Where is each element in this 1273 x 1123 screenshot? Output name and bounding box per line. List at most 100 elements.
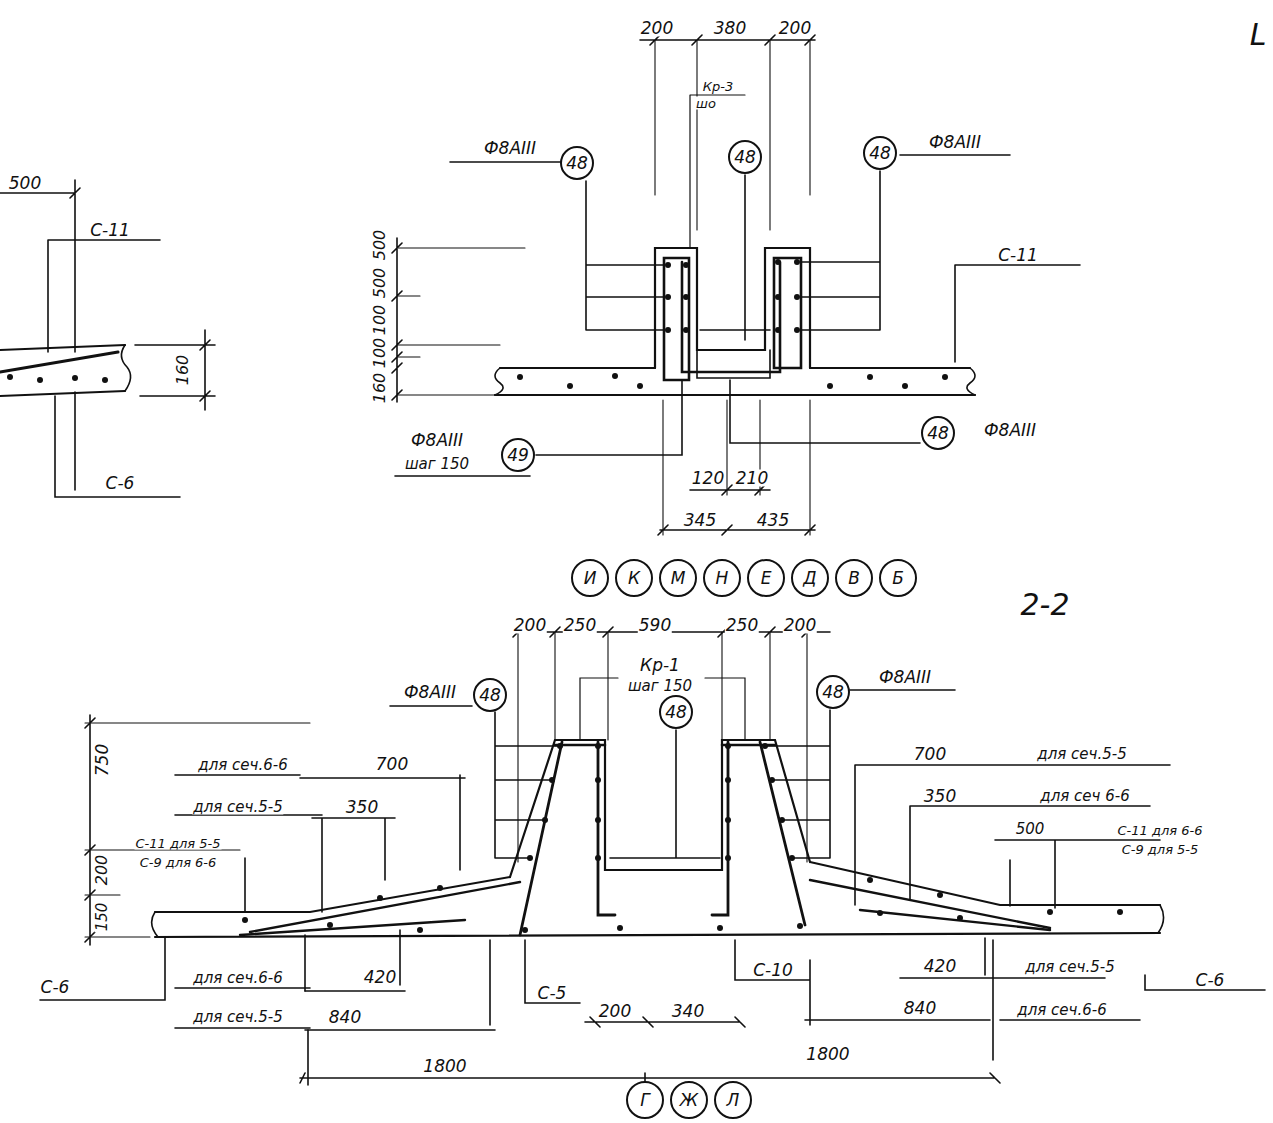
annotation-label: 700	[913, 746, 947, 763]
annotation-label: Ф8АIII	[403, 684, 457, 701]
callout-number: Б	[892, 570, 904, 587]
callout-circle: Г	[626, 1081, 664, 1119]
annotation-label: 350	[345, 799, 379, 816]
annotation-label: 1800	[805, 1046, 850, 1063]
annotation-label: 340	[671, 1003, 705, 1020]
annotation-label: 840	[328, 1009, 362, 1026]
annotation-label: для сеч.5-5	[1024, 960, 1115, 975]
annotation-label: 700	[375, 756, 409, 773]
callout-number: Г	[640, 1092, 649, 1109]
annotation-label: для сеч.6-6	[197, 758, 288, 773]
callout-number: 48	[479, 687, 501, 704]
dimension-text: 160	[372, 372, 388, 405]
annotation-label: С-5	[537, 985, 568, 1002]
dimension-text: 150	[95, 902, 110, 933]
dimension-text: 750	[94, 743, 111, 777]
callout-circle: 48	[728, 140, 762, 174]
annotation-label: 200	[778, 20, 812, 37]
callout-circle: Б	[879, 559, 917, 597]
callout-number: 48	[869, 145, 891, 162]
callout-circle: К	[615, 559, 653, 597]
annotation-label: шаг 150	[627, 679, 693, 694]
annotation-label: 840	[903, 1000, 937, 1017]
dimension-text: 500	[372, 229, 388, 262]
annotation-label: 590	[638, 617, 672, 634]
annotation-label: С-6	[105, 475, 136, 492]
callout-number: 48	[665, 704, 687, 721]
callout-circle: Ж	[670, 1081, 708, 1119]
annotation-label: шо	[695, 97, 717, 110]
annotation-label: 420	[923, 958, 957, 975]
dimension-text: 100	[372, 337, 388, 370]
callout-number: 49	[507, 447, 529, 464]
callout-number: В	[848, 570, 860, 587]
annotation-label: Кр-1	[639, 657, 681, 674]
callout-circle: 48	[560, 146, 594, 180]
callout-number: Ж	[680, 1092, 698, 1109]
annotation-label: для сеч.5-5	[192, 1010, 283, 1025]
callout-number: 48	[734, 149, 756, 166]
annotation-label: 200	[783, 617, 817, 634]
annotation-label: Ф8АIII	[410, 432, 464, 449]
annotation-label: Ф8АIII	[983, 422, 1037, 439]
annotation-label: для сеч.6-6	[192, 971, 283, 986]
annotation-label: С-6	[1195, 972, 1226, 989]
callout-number: 48	[927, 425, 949, 442]
callout-circle: 49	[501, 438, 535, 472]
callout-number: М	[671, 570, 686, 587]
annotation-label: Ф8АIII	[878, 669, 932, 686]
callout-circle: М	[659, 559, 697, 597]
callout-number: Л	[727, 1092, 740, 1109]
callout-circle: Н	[703, 559, 741, 597]
callout-circle: Л	[714, 1081, 752, 1119]
callout-circle: И	[571, 559, 609, 597]
annotation-label: 345	[683, 512, 717, 529]
annotation-label: 250	[725, 617, 759, 634]
annotation-label: С-10	[752, 962, 794, 979]
annotation-label: С-11	[997, 247, 1039, 264]
annotation-label: 250	[563, 617, 597, 634]
annotation-label: 420	[363, 969, 397, 986]
annotation-label: 2-2	[1020, 590, 1071, 620]
callout-circle: В	[835, 559, 873, 597]
callout-number: Д	[803, 570, 816, 587]
annotation-label: 500	[8, 175, 42, 192]
callout-number: 48	[566, 155, 588, 172]
callout-number: К	[628, 570, 640, 587]
callout-number: Н	[716, 570, 729, 587]
dimension-text: 100	[372, 304, 388, 337]
annotation-label: С-11 для 5-5	[135, 837, 222, 850]
annotation-label: 435	[756, 512, 790, 529]
annotation-label: 200	[598, 1003, 632, 1020]
dimension-text: 160	[175, 354, 191, 387]
callout-circle: 48	[473, 678, 507, 712]
annotation-label: для сеч.6-6	[1016, 1003, 1107, 1018]
annotation-label: 1800	[422, 1058, 467, 1075]
callout-number: Е	[761, 570, 772, 587]
annotation-label: Ф8АIII	[483, 140, 537, 157]
dimension-text: 500	[372, 267, 388, 300]
annotation-label: 210	[735, 470, 769, 487]
annotation-label: С-11	[89, 222, 131, 239]
callout-circle: 48	[863, 136, 897, 170]
annotation-label: 200	[640, 20, 674, 37]
annotation-label: 120	[691, 470, 725, 487]
callout-number: 48	[822, 684, 844, 701]
annotation-label: для сеч 6-6	[1039, 789, 1130, 804]
callout-circle: Е	[747, 559, 785, 597]
annotation-label: С-11 для 6-6	[1117, 824, 1204, 837]
annotation-label: L	[1249, 20, 1268, 50]
annotation-label: С-9 для 5-5	[1121, 843, 1200, 856]
annotation-label: 200	[513, 617, 547, 634]
callout-circle: 48	[921, 416, 955, 450]
annotation-label: Ф8АIII	[928, 134, 982, 151]
callout-circle: 48	[659, 695, 693, 729]
annotation-label: С-9 для 6-6	[139, 856, 218, 869]
annotation-label: 500	[1015, 822, 1046, 837]
annotation-label: шаг 150	[404, 457, 470, 472]
dimension-text: 200	[94, 854, 110, 887]
annotation-label: 350	[923, 788, 957, 805]
callout-circle: 48	[816, 675, 850, 709]
callout-number: И	[584, 570, 597, 587]
